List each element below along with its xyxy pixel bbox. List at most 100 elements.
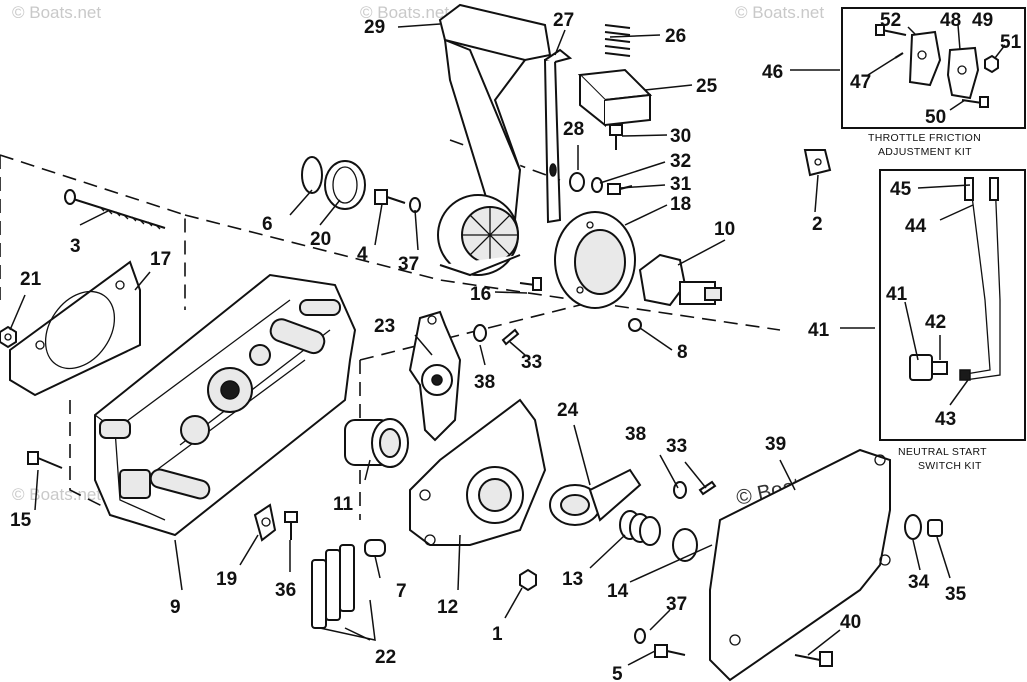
callout-11: 11 — [333, 494, 354, 515]
part-18-cam — [554, 211, 636, 309]
callout-29: 29 — [364, 17, 385, 38]
part-8-ball — [628, 318, 642, 332]
part-24-arm — [549, 468, 642, 526]
part-32-washer — [591, 177, 603, 193]
part-20-retainer — [324, 160, 366, 210]
part-34-washer — [904, 514, 922, 540]
callout-37-lower: 37 — [666, 594, 687, 615]
callout-39: 39 — [765, 434, 786, 455]
part-33-pin — [501, 328, 520, 346]
callout-18: 18 — [670, 194, 691, 215]
callout-34: 34 — [908, 572, 930, 593]
callout-42: 42 — [925, 312, 946, 333]
callout-36: 36 — [275, 580, 296, 601]
callout-21: 21 — [20, 269, 42, 290]
part-31-screw — [607, 183, 633, 195]
callout-38: 38 — [474, 372, 495, 393]
part-39-cover — [709, 448, 891, 682]
part-3-screw — [64, 189, 166, 230]
part-38-washer — [473, 324, 487, 342]
callout-31: 31 — [670, 174, 692, 195]
part-27-bracket — [543, 48, 573, 224]
part-5-screw — [654, 644, 686, 658]
part-11-gear — [344, 418, 409, 468]
callout-41-left: 41 — [808, 320, 830, 341]
callout-1: 1 — [492, 624, 503, 645]
watermark-left: © Boats.net — [12, 485, 101, 504]
part-17-gasket — [9, 260, 141, 397]
watermark-top-right: © Boats.net — [735, 3, 824, 22]
part-15-screw — [27, 451, 63, 469]
throttle-kit-caption-line2: ADJUSTMENT KIT — [878, 146, 972, 158]
part-48-block — [908, 30, 942, 87]
part-12-plate — [409, 398, 547, 546]
callout-17: 17 — [150, 249, 171, 270]
watermark-top-left: © Boats.net — [12, 3, 101, 22]
callout-46: 46 — [762, 62, 783, 83]
part-36-screw — [284, 511, 298, 540]
part-49-block — [946, 46, 980, 100]
part-16-screw — [519, 277, 542, 291]
callout-15: 15 — [10, 510, 32, 531]
throttle-friction-kit-box — [841, 7, 1026, 129]
callout-13: 13 — [562, 569, 583, 590]
callout-24: 24 — [557, 400, 579, 421]
part-25-block — [577, 68, 653, 128]
throttle-kit-caption-line1: THROTTLE FRICTION — [868, 132, 981, 144]
callout-27: 27 — [553, 10, 574, 31]
part-50-screw — [961, 96, 989, 108]
callout-4: 4 — [357, 244, 368, 265]
part-33-pin-lower — [698, 480, 717, 496]
callout-41: 41 — [886, 284, 908, 305]
part-26-spring — [604, 24, 631, 57]
part-52-screw — [875, 24, 907, 36]
callout-6: 6 — [262, 214, 273, 235]
part-7-plug — [364, 539, 386, 557]
callout-30: 30 — [670, 126, 691, 147]
leader-lines — [9, 23, 1006, 666]
callout-8: 8 — [677, 342, 688, 363]
callout-22: 22 — [375, 647, 396, 668]
part-6-ring — [301, 156, 323, 194]
callout-33: 33 — [521, 352, 542, 373]
part-14-ring — [672, 528, 698, 562]
callout-labels: 29 27 26 25 28 30 32 31 18 10 16 8 6 20 … — [10, 10, 1022, 682]
part-40-screw — [794, 651, 833, 667]
part-43-switch — [909, 177, 1001, 381]
neutral-kit-caption-line1: NEUTRAL START — [898, 446, 987, 458]
callout-10: 10 — [714, 219, 735, 240]
part-23-lever — [408, 310, 462, 442]
callout-45: 45 — [890, 179, 912, 200]
callout-44: 44 — [905, 216, 927, 237]
part-21-nut — [0, 325, 17, 349]
callout-14: 14 — [607, 581, 629, 602]
callout-47: 47 — [850, 72, 871, 93]
part-30-screw — [609, 124, 623, 150]
callout-38-lower: 38 — [625, 424, 646, 445]
part-19-clip — [253, 503, 277, 542]
callout-19: 19 — [216, 569, 237, 590]
callout-52: 52 — [880, 10, 901, 31]
callout-51: 51 — [1000, 32, 1022, 53]
part-47-pin — [894, 52, 904, 59]
part-22-strips — [311, 544, 355, 629]
part-2-clip — [803, 149, 832, 177]
callout-49: 49 — [972, 10, 993, 31]
callout-5: 5 — [612, 664, 623, 682]
callout-25: 25 — [696, 76, 718, 97]
part-4-screw — [374, 189, 406, 205]
part-13-spring — [619, 510, 661, 546]
part-29-handle — [437, 3, 552, 277]
callout-35: 35 — [945, 584, 967, 605]
callout-32: 32 — [670, 151, 691, 172]
part-37-washer — [409, 197, 421, 213]
callout-23: 23 — [374, 316, 395, 337]
callout-28: 28 — [563, 119, 584, 140]
neutral-start-kit-box — [879, 169, 1026, 441]
part-51-nut — [984, 54, 999, 74]
neutral-kit-caption-line2: SWITCH KIT — [918, 460, 982, 472]
callout-26: 26 — [665, 26, 686, 47]
callout-40: 40 — [840, 612, 861, 633]
